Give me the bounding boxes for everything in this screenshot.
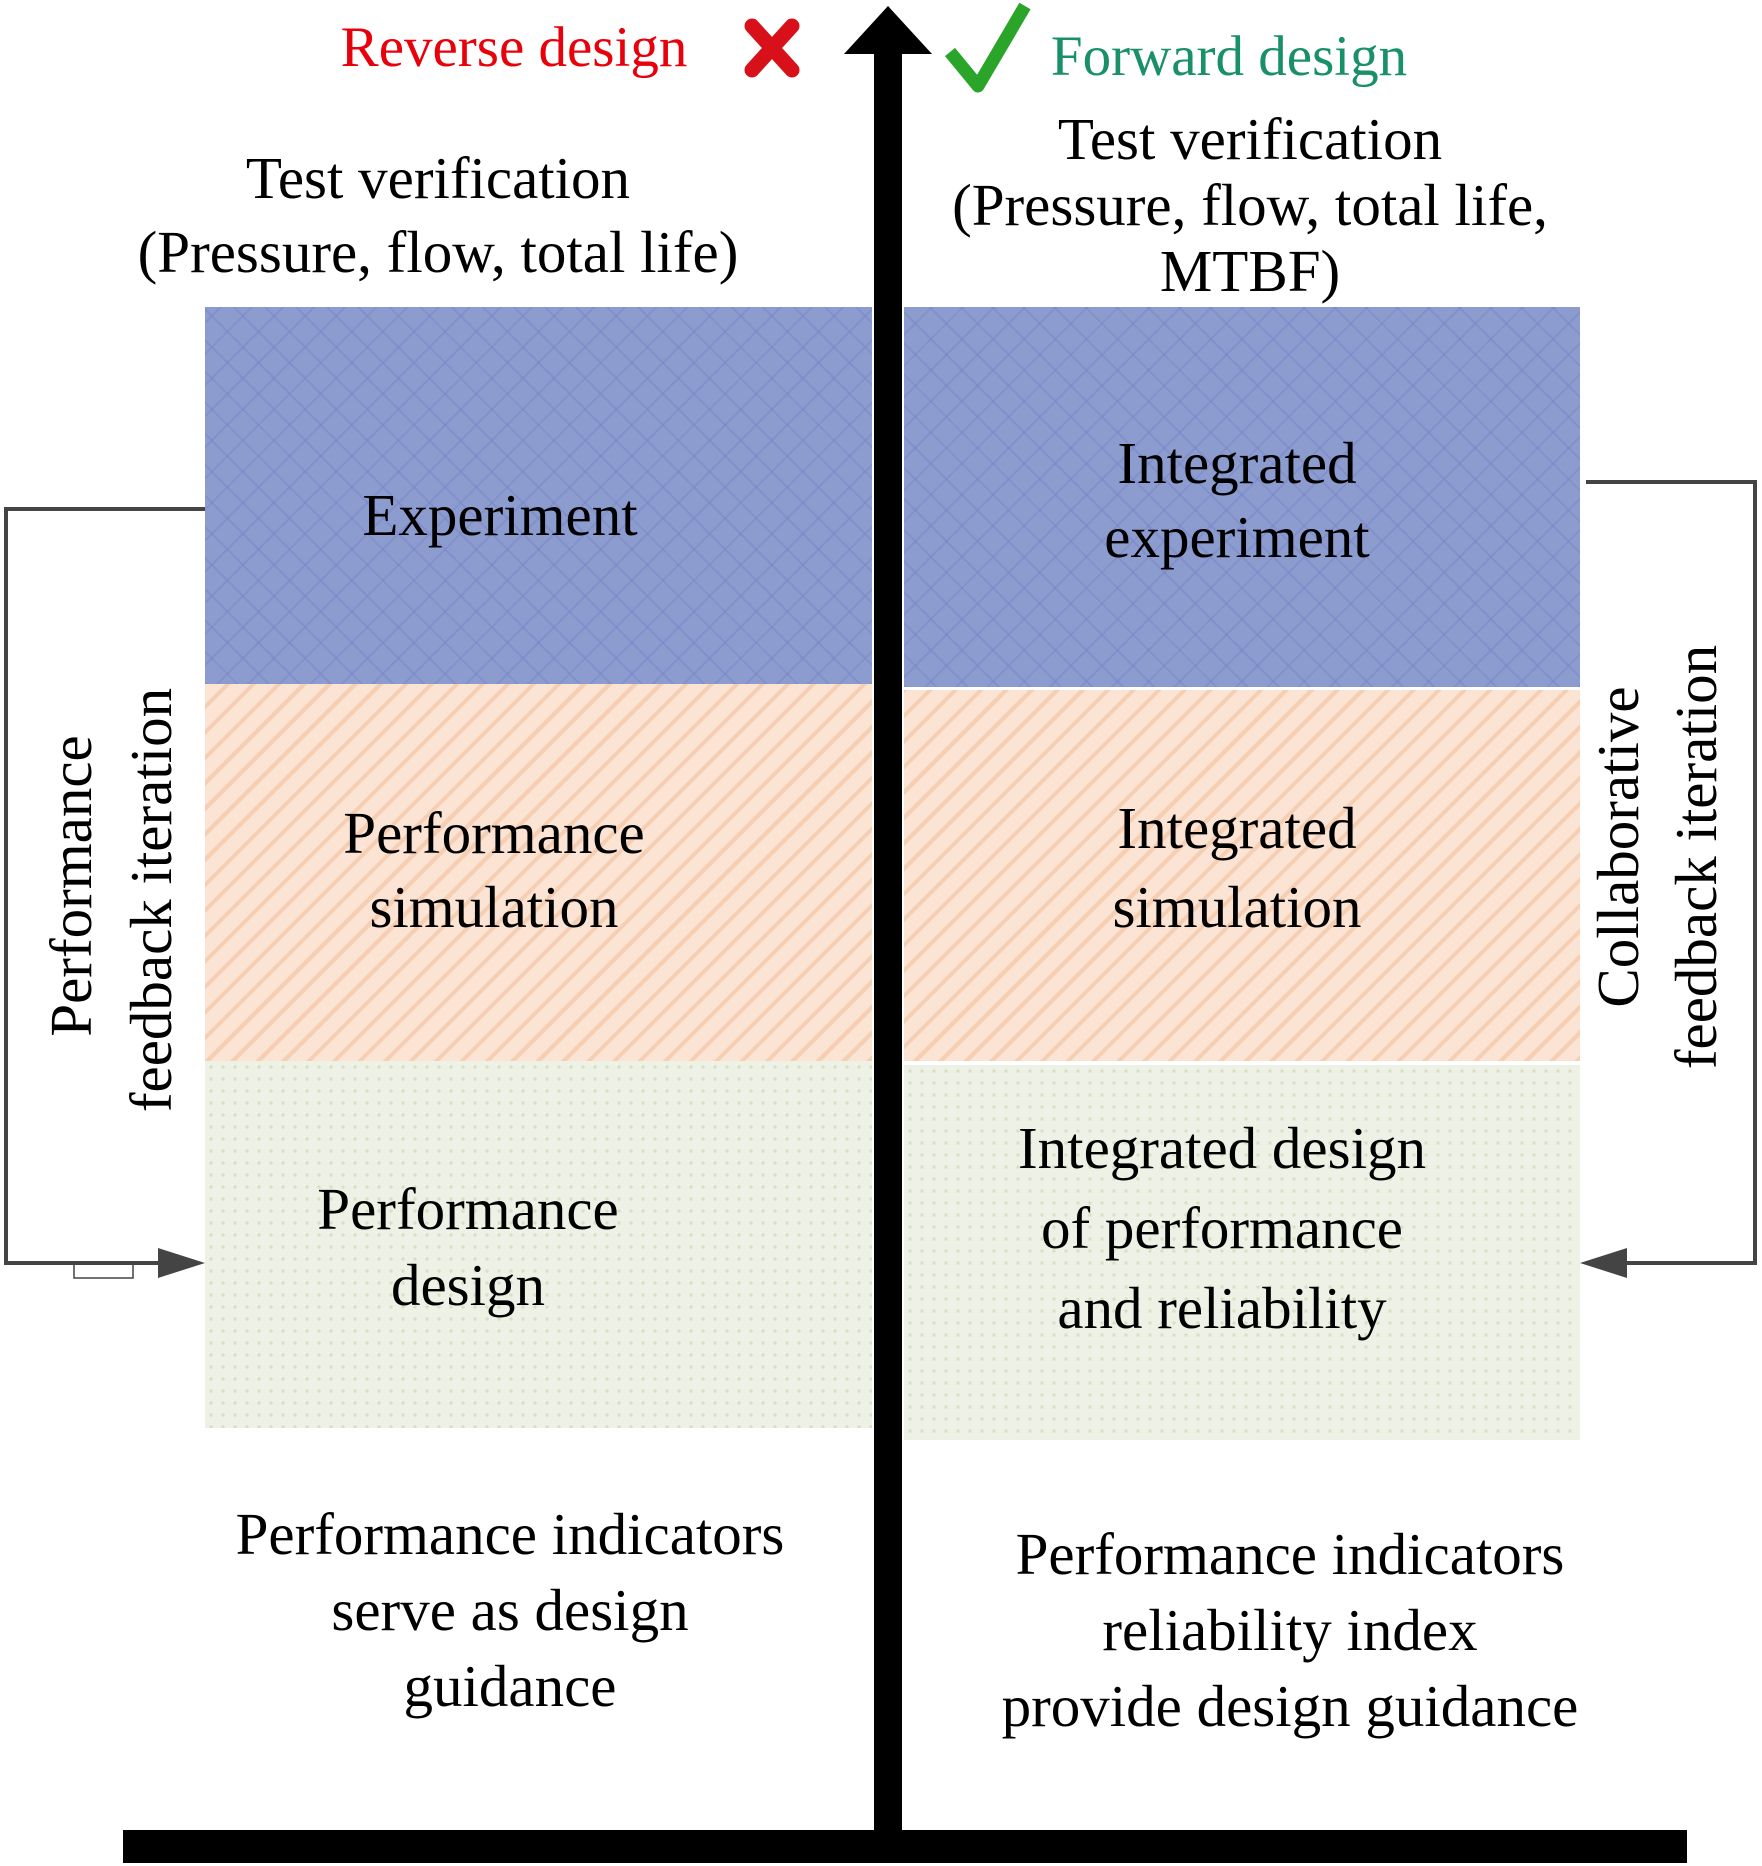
left-feedback-label-line1: Performance <box>38 735 104 1037</box>
text-line: Integrated <box>1117 430 1357 496</box>
text-line: Integrated <box>1117 795 1357 861</box>
vertical-axis <box>874 50 902 1840</box>
text-line: simulation <box>369 874 619 940</box>
text-line: experiment <box>1104 504 1370 570</box>
axis-arrowhead <box>844 6 932 54</box>
text-line: Performance <box>343 800 645 866</box>
reverse-design-label: Reverse design <box>340 16 688 79</box>
check-icon <box>944 2 1031 93</box>
cross-icon <box>744 18 800 78</box>
right-feedback-label-line1: Collaborative <box>1585 686 1651 1008</box>
text-line: Test verification <box>245 145 631 211</box>
text-line: guidance <box>403 1653 617 1719</box>
experiment-label: Experiment <box>362 478 637 552</box>
text-line: MTBF) <box>1159 238 1341 304</box>
integrated-simulation-label: Integrated simulation <box>1112 789 1361 947</box>
text-line: Performance <box>317 1176 619 1242</box>
right-feedback-arrow <box>1586 480 1757 1265</box>
text-line: serve as design <box>331 1577 689 1643</box>
text-line: Performance indicators <box>235 1501 785 1567</box>
right-simulation-block <box>904 690 1580 1061</box>
right-design-block <box>904 1065 1580 1440</box>
left-guidance-text: Performance indicators serve as design g… <box>236 1496 785 1724</box>
left-arrowhead <box>158 1248 205 1278</box>
text-line: (Pressure, flow, total life, <box>952 172 1548 238</box>
text-line: reliability index <box>1102 1597 1478 1663</box>
performance-design-label: Performance design <box>317 1171 618 1323</box>
text-line: of performance <box>1041 1195 1403 1261</box>
right-experiment-block <box>904 307 1580 687</box>
text-line: Integrated design <box>1018 1115 1426 1181</box>
text-line: Test verification <box>1057 106 1443 172</box>
right-feedback-label-line2: feedback iteration <box>1663 644 1729 1070</box>
left-small-box <box>73 1262 134 1279</box>
text-line: and reliability <box>1057 1275 1387 1341</box>
performance-simulation-label: Performance simulation <box>343 796 644 944</box>
text-line: provide design guidance <box>1001 1673 1579 1739</box>
left-experiment-block <box>205 307 872 684</box>
bottom-axis <box>123 1830 1687 1863</box>
text-line: (Pressure, flow, total life) <box>137 219 739 285</box>
right-test-verification: Test verification (Pressure, flow, total… <box>952 106 1548 304</box>
right-guidance-text: Performance indicators reliability index… <box>1002 1516 1579 1744</box>
text-line: Performance indicators <box>1015 1521 1565 1587</box>
integrated-design-label: Integrated design of performance and rel… <box>1018 1108 1426 1348</box>
left-test-verification: Test verification (Pressure, flow, total… <box>138 141 739 289</box>
right-arrowhead <box>1580 1248 1627 1278</box>
left-design-block <box>205 1061 872 1428</box>
text-line: simulation <box>1112 874 1362 940</box>
forward-design-label: Forward design <box>1050 25 1408 88</box>
text-line: design <box>390 1252 546 1318</box>
left-simulation-block <box>205 684 872 1061</box>
left-feedback-label-line2: feedback iteration <box>118 687 184 1113</box>
text-line: Experiment <box>362 482 638 548</box>
integrated-experiment-label: Integrated experiment <box>1104 426 1369 574</box>
